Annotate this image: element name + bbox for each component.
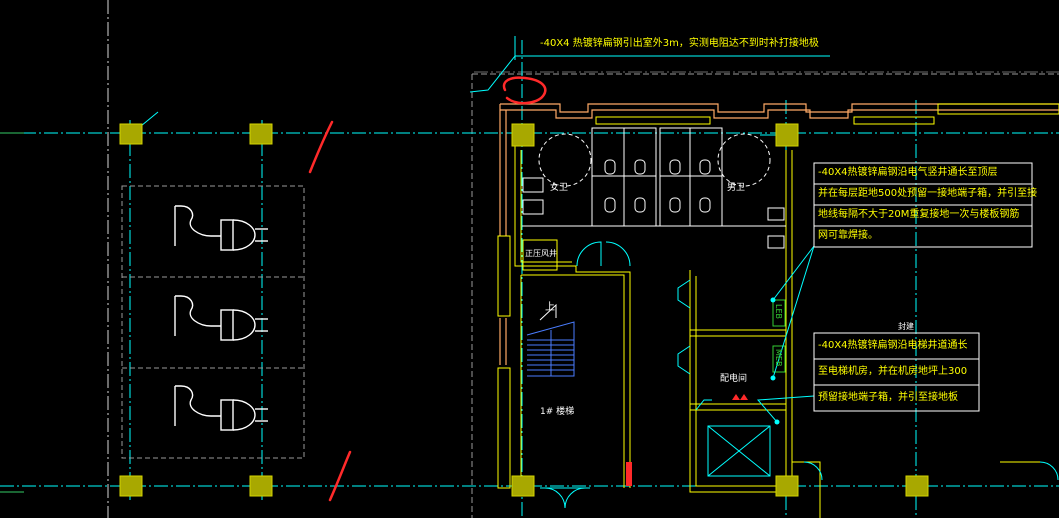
column	[905, 475, 929, 497]
room-label-women-wc: 女卫	[550, 183, 569, 193]
area-label: 封建	[898, 322, 914, 331]
plug-symbols	[174, 205, 268, 431]
column	[119, 475, 143, 497]
elevator-shaft	[707, 425, 771, 477]
axis-grid-lines	[107, 0, 1059, 518]
note-box-1-line-2: 并在每层距地500处预留一接地端子箱，并引至接	[818, 188, 1038, 199]
column	[775, 123, 799, 147]
panel-tag-meb: MEB	[774, 349, 783, 367]
equipment-red-marks	[626, 394, 748, 486]
panel-tag-leb: LEB	[774, 304, 783, 319]
room-label-men-wc: 男卫	[727, 183, 746, 193]
note-box-1-line-3: 地线每隔不大于20M重复接地一次与楼板钢筋	[818, 209, 1020, 220]
top-note-leader	[469, 36, 830, 93]
room-label-distribution: 配电间	[720, 374, 748, 384]
red-markup	[308, 76, 547, 502]
axis-grid-lines-cyan	[0, 40, 1059, 518]
markup-stroke-bottom	[328, 450, 352, 502]
markup-stroke-top	[308, 120, 334, 174]
note-box-1	[813, 162, 1033, 248]
doors	[540, 241, 1059, 509]
drawing-border	[471, 73, 1059, 518]
room-label-stair: 1# 楼梯	[540, 407, 575, 417]
column	[511, 475, 535, 497]
note-box-1-line-1: -40X4热镀锌扁钢沿电气竖井通长至顶层	[818, 167, 998, 178]
column	[775, 475, 799, 497]
column	[119, 123, 143, 145]
column	[249, 475, 273, 497]
room-label-pressurized-shaft: 正压风井	[525, 249, 557, 258]
left-edge-ticks	[0, 132, 24, 493]
column	[249, 123, 273, 145]
stair-up-label: 上	[545, 302, 555, 313]
equipment-area-frame	[121, 185, 305, 459]
note-box-2-line-1: -40X4热镀锌扁钢沿电梯井道通长	[818, 340, 968, 351]
top-grounding-note: -40X4 热镀锌扁钢引出室外3m，实测电阻达不到时补打接地极	[540, 38, 819, 49]
note-box-2	[813, 332, 980, 412]
distribution-panels	[772, 299, 786, 373]
plug-symbol-1	[174, 205, 268, 251]
plug-symbol-2	[174, 295, 268, 341]
staircase	[526, 303, 575, 377]
outer-walls	[499, 103, 1059, 365]
note-box-2-line-2: 至电梯机房，并在机房地坪上300	[818, 366, 968, 377]
windows	[497, 103, 1059, 489]
plug-symbol-3	[174, 385, 268, 431]
toilet-partitions	[522, 127, 786, 249]
column	[511, 123, 535, 147]
note-box-2-line-3: 预留接地端子箱，并引至接地板	[818, 392, 958, 403]
structural-columns	[119, 123, 929, 497]
note-box-1-line-4: 网可靠焊接。	[818, 230, 878, 241]
markup-circle	[502, 76, 547, 105]
inner-walls	[514, 146, 1040, 518]
